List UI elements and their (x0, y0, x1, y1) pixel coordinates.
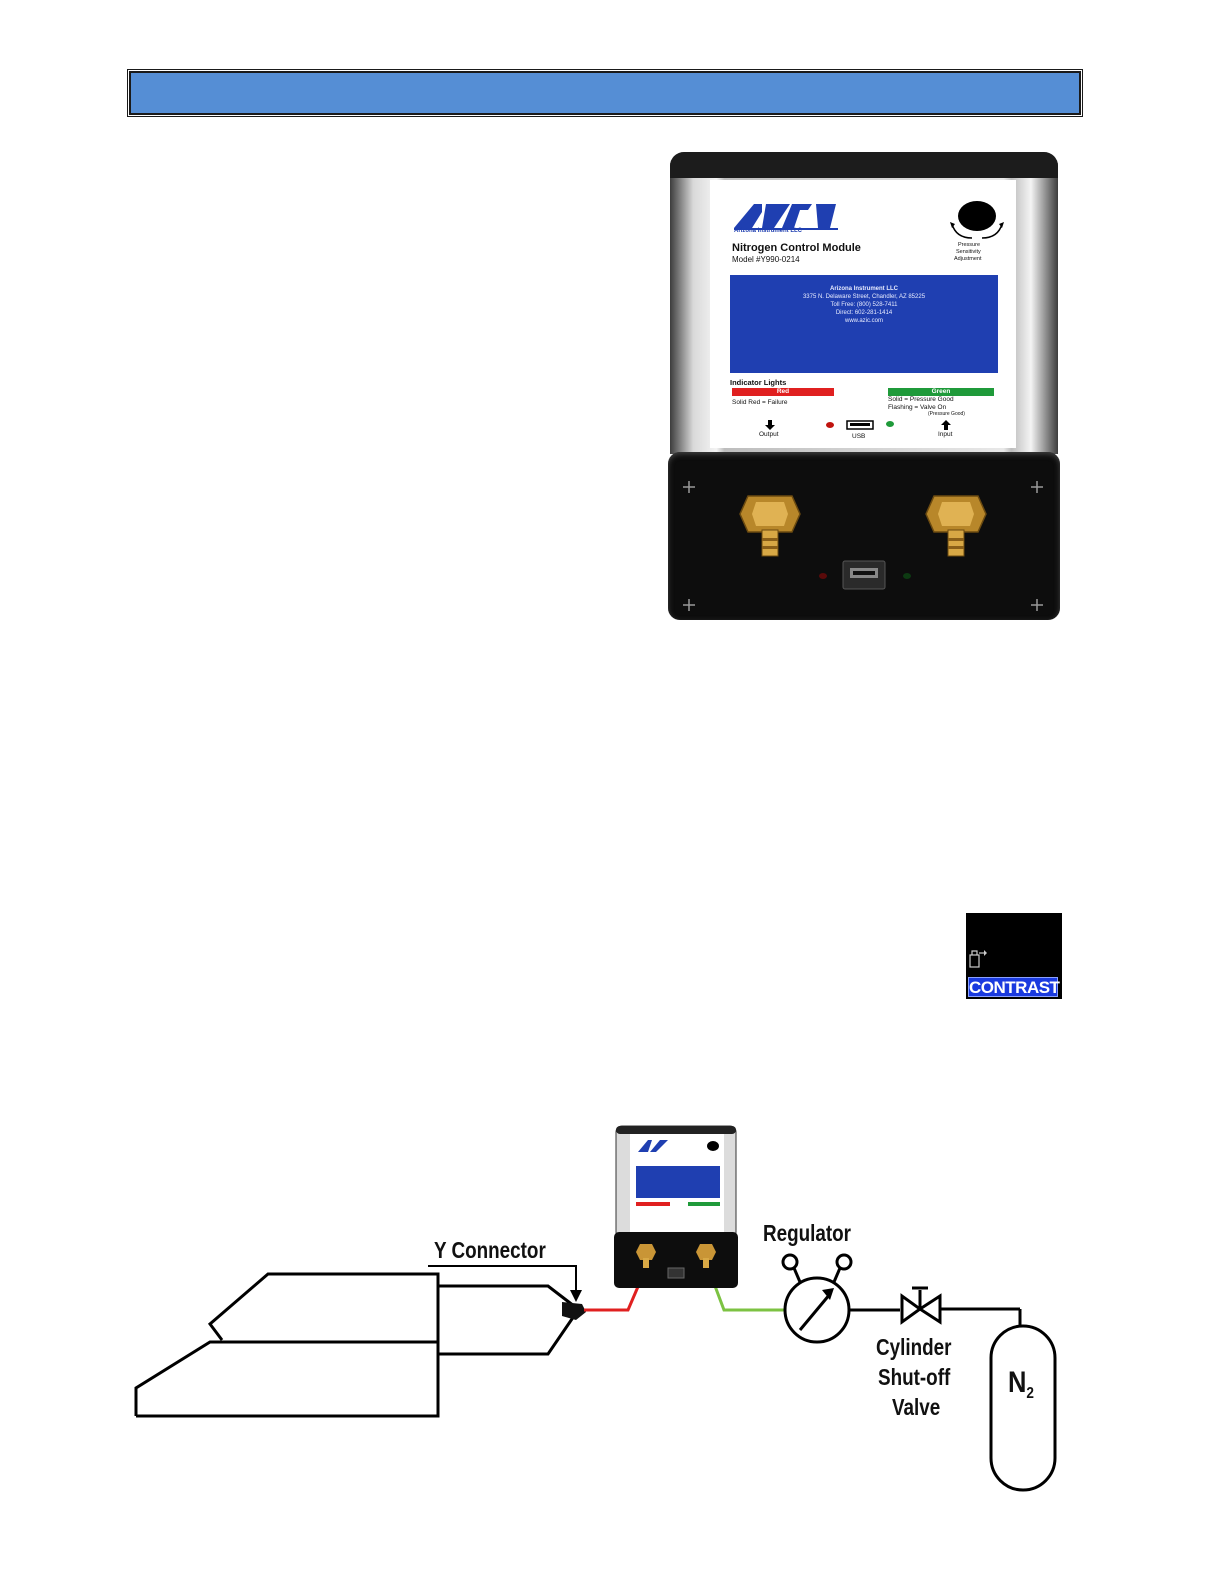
company-line-3: Toll Free: (800) 528-7411 (830, 302, 898, 308)
usb-port-icon (842, 560, 886, 590)
green-indicator-bar: Green (888, 388, 994, 396)
cylinder-symbol: N2 (1008, 1366, 1034, 1403)
contrast-adjust-icon (969, 950, 987, 968)
device-label-card: Arizona Instrument LLC Nitrogen Control … (710, 180, 1016, 448)
nitrogen-module-small-icon (614, 1125, 738, 1288)
screw-icon (683, 599, 695, 611)
input-arrow-icon (941, 420, 951, 430)
y-connector-icon (562, 1302, 586, 1320)
red-led-icon (826, 422, 834, 428)
device-top-cap (670, 152, 1058, 178)
red-indicator-bar: Red (732, 388, 834, 396)
device-lower-housing (668, 452, 1060, 620)
red-output-line (584, 1281, 642, 1312)
company-info-panel: Arizona Instrument LLC 3375 N. Delaware … (730, 275, 998, 373)
usb-port-icon (846, 420, 874, 430)
instrument-outline (134, 1272, 576, 1418)
red-indicator-desc: Solid Red = Failure (732, 399, 788, 406)
knob-label-line3: Adjustment (954, 256, 982, 262)
indicator-lights-title: Indicator Lights (730, 378, 787, 387)
input-label: Input (938, 431, 953, 438)
brand-name: Arizona Instrument LLC (734, 228, 803, 234)
green-led-icon (886, 421, 894, 427)
green-indicator-desc-3: (Pressure Good) (928, 411, 965, 417)
output-arrow-icon (765, 420, 775, 430)
company-line-5: www.azic.com (844, 318, 883, 324)
pressure-knob-icon (950, 201, 1004, 239)
screw-icon (1031, 481, 1043, 493)
valve-label-line1: Cylinder (876, 1334, 952, 1360)
screw-icon (1031, 599, 1043, 611)
azi-logo-icon (734, 204, 838, 230)
nitrogen-control-module-photo: Arizona Instrument LLC Nitrogen Control … (668, 152, 1060, 620)
usb-label: USB (852, 433, 866, 440)
green-indicator-desc-1: Solid = Pressure Good (888, 396, 954, 403)
green-indicator-desc-2: Flashing = Valve On (888, 404, 947, 411)
company-line-4: Direct: 602-281-1414 (835, 310, 893, 316)
company-line-2: 3375 N. Delaware Street, Chandler, AZ 85… (802, 294, 926, 300)
contrast-label: CONTRAST (968, 977, 1060, 997)
output-fitting-icon (739, 495, 801, 557)
output-label: Output (759, 431, 779, 438)
knob-label-line1: Pressure (958, 242, 981, 248)
screw-icon (683, 481, 695, 493)
red-led-icon (819, 573, 827, 579)
regulator-icon (781, 1253, 900, 1344)
product-title: Nitrogen Control Module (732, 242, 861, 254)
company-line-1: Arizona Instrument LLC (829, 286, 898, 292)
section-header-bar (127, 69, 1083, 117)
shutoff-valve-icon (900, 1286, 1022, 1326)
cylinder-subscript: 2 (1026, 1385, 1034, 1402)
contrast-button[interactable]: CONTRAST (966, 913, 1062, 999)
nitrogen-cylinder-icon (989, 1324, 1057, 1492)
input-fitting-icon (925, 495, 987, 557)
valve-label-line3: Valve (892, 1394, 941, 1420)
knob-label-line2: Sensitivity (956, 249, 981, 255)
valve-label-line2: Shut-off (878, 1364, 951, 1390)
cylinder-symbol-n: N (1008, 1366, 1027, 1399)
green-led-icon (903, 573, 911, 579)
plumbing-diagram (134, 1125, 1057, 1492)
y-connector-pointer (428, 1265, 582, 1302)
regulator-label: Regulator (763, 1220, 852, 1246)
y-connector-label: Y Connector (434, 1237, 546, 1263)
model-number: Model #Y990-0214 (732, 255, 800, 264)
